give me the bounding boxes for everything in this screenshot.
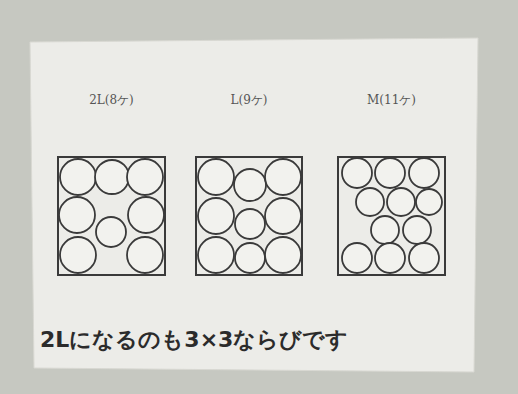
box-outline (58, 157, 165, 275)
size-label: M(11ケ) (338, 92, 445, 109)
size-label: L(9ケ) (196, 92, 302, 109)
paper-sheet (30, 38, 478, 372)
fruit-box: 2L(8ケ) (58, 92, 165, 275)
handwritten-caption: 2Lになるのも3×3ならびです (40, 325, 348, 355)
box-outline (196, 157, 302, 275)
fruit-box: M(11ケ) (338, 92, 445, 275)
size-label: 2L(8ケ) (58, 92, 165, 109)
fruit-circles (59, 158, 442, 273)
fruit-box: L(9ケ) (196, 92, 302, 275)
box-outline (338, 157, 445, 275)
